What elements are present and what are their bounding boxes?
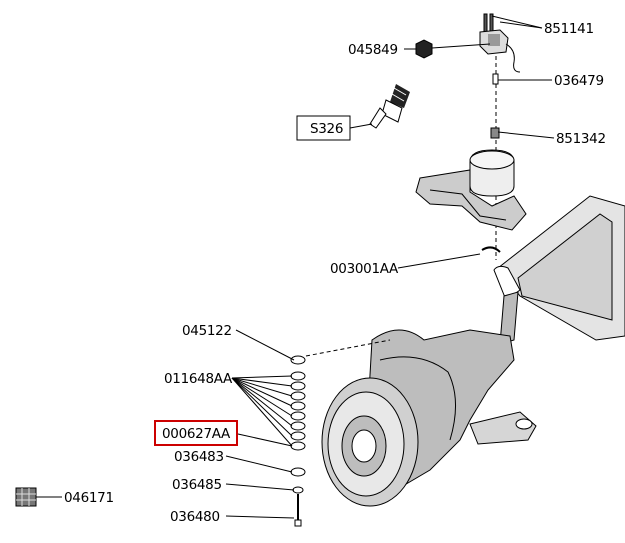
label-851141[interactable]: 851141 — [544, 21, 594, 37]
washer-stack — [290, 355, 306, 527]
leader-lines — [36, 15, 555, 519]
label-046171[interactable]: 046171 — [64, 490, 114, 506]
label-011648aa[interactable]: 011648AA — [164, 371, 233, 387]
hub-disc — [321, 377, 419, 507]
bracket-851141 — [479, 13, 521, 73]
label-045122[interactable]: 045122 — [182, 323, 232, 339]
strut-assembly — [493, 195, 625, 345]
label-s326[interactable]: S326 — [310, 121, 343, 137]
label-000627aa[interactable]: 000627AA — [162, 426, 231, 442]
highlight-box — [154, 420, 238, 446]
label-045849[interactable]: 045849 — [348, 42, 398, 58]
label-036480[interactable]: 036480 — [170, 509, 220, 525]
label-036479[interactable]: 036479 — [554, 73, 604, 89]
label-851342[interactable]: 851342 — [556, 131, 606, 147]
block-046171 — [15, 487, 37, 507]
nut-045849 — [415, 39, 433, 59]
bolt-s326 — [369, 84, 410, 129]
circlip-003001aa — [481, 246, 501, 253]
label-036483[interactable]: 036483 — [174, 449, 224, 465]
label-003001aa[interactable]: 003001AA — [330, 261, 399, 277]
upper-mount — [415, 149, 527, 231]
label-036485[interactable]: 036485 — [172, 477, 222, 493]
s326-box — [296, 115, 351, 141]
